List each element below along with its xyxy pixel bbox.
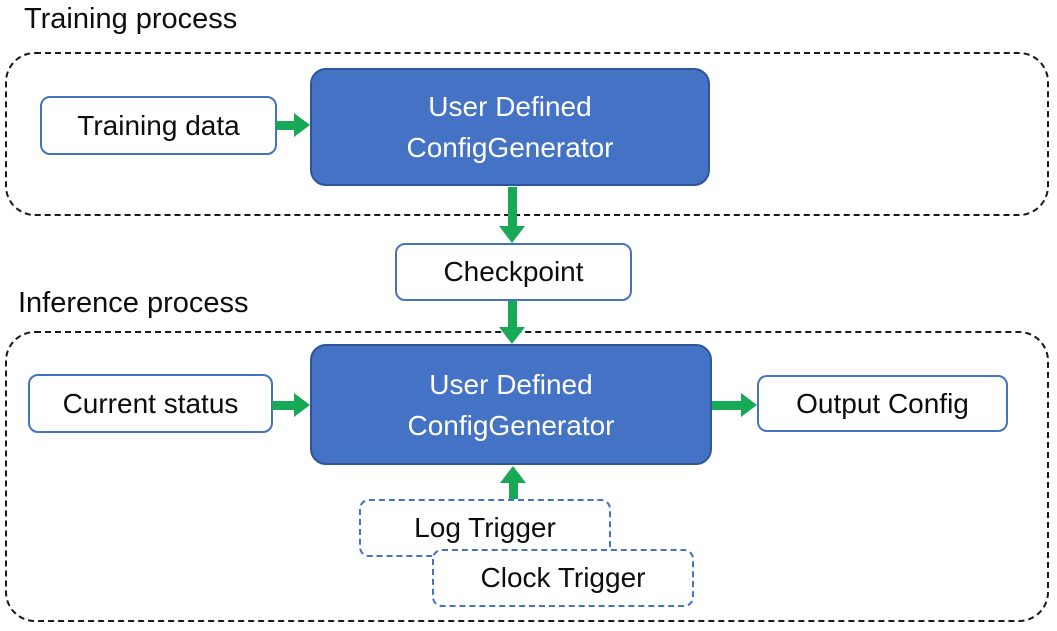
- arrow-generator-to-checkpoint-icon: [499, 187, 525, 243]
- arrow-current-status-to-generator-icon: [272, 393, 310, 417]
- arrow-shaft: [272, 400, 294, 410]
- arrow-checkpoint-to-generator-icon: [499, 301, 525, 344]
- arrow-shaft: [276, 120, 294, 130]
- arrow-head: [294, 113, 310, 137]
- training-config-generator-box: User Defined ConfigGenerator: [310, 68, 710, 186]
- training-process-title: Training process: [24, 3, 238, 35]
- arrow-head: [499, 226, 525, 243]
- clock-trigger-box: Clock Trigger: [432, 549, 694, 607]
- arrow-shaft: [508, 483, 518, 499]
- training-config-generator-line1: User Defined: [428, 91, 592, 122]
- inference-config-generator-box: User Defined ConfigGenerator: [310, 344, 712, 465]
- arrow-shaft: [712, 400, 741, 410]
- output-config-box: Output Config: [757, 375, 1008, 432]
- inference-config-generator-line1: User Defined: [429, 368, 593, 400]
- arrow-head: [500, 466, 526, 483]
- arrow-shaft: [507, 301, 517, 327]
- arrow-head: [294, 393, 310, 417]
- training-process-container: [5, 52, 1049, 216]
- inference-process-title: Inference process: [18, 287, 249, 319]
- inference-config-generator-line2: ConfigGenerator: [407, 409, 615, 441]
- arrow-generator-to-output-icon: [712, 393, 757, 417]
- arrow-training-data-to-generator-icon: [276, 113, 310, 137]
- arrow-head: [499, 327, 525, 344]
- inference-process-container: [5, 331, 1049, 622]
- log-trigger-box: Log Trigger: [359, 499, 611, 557]
- training-data-box: Training data: [40, 96, 277, 155]
- training-config-generator-line2: ConfigGenerator: [406, 132, 614, 163]
- current-status-box: Current status: [28, 374, 273, 433]
- arrow-trigger-to-generator-icon: [500, 466, 526, 499]
- checkpoint-box: Checkpoint: [395, 243, 632, 301]
- arrow-shaft: [507, 187, 517, 226]
- arrow-head: [741, 393, 757, 417]
